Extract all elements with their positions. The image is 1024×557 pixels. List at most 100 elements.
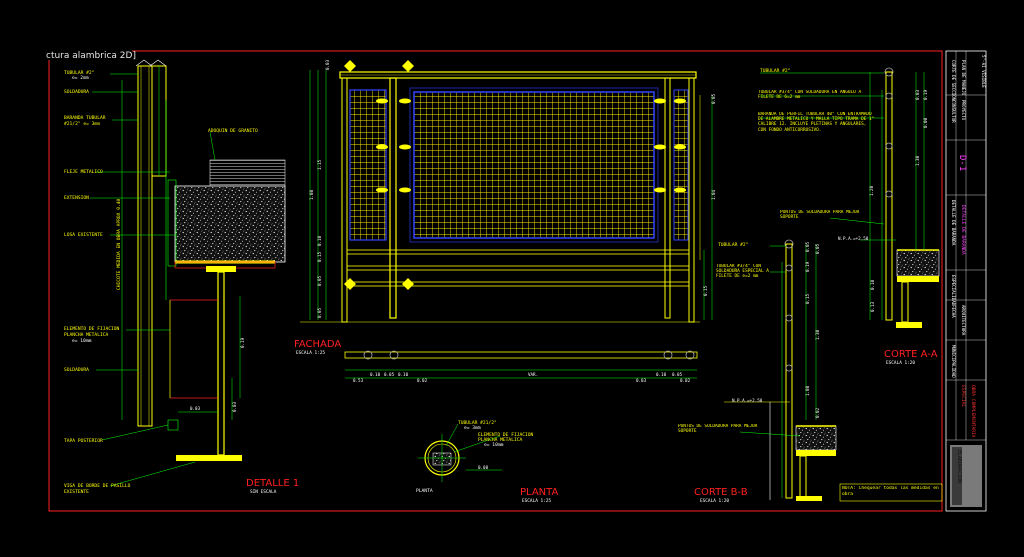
caa-tubular: TUBULAR #2": [760, 68, 790, 74]
planta-tubular-e: e= 3mm: [464, 425, 481, 431]
fachada-dim-bottom-2: 0.10: [370, 372, 381, 377]
d1-elemento: ELEMENTO DE FIJACION: [64, 326, 120, 332]
caa-npa: N.P.A.=+2.50: [838, 236, 869, 241]
drawing-frame: [48, 50, 943, 512]
title-block: 5"-A1 VISIBLE CORTE DE SECCION PLAN DE M…: [945, 50, 987, 512]
tb-row-10: MUNICIPALIDAD: [951, 345, 956, 378]
tb-code: D-1: [957, 155, 967, 171]
planta-dim: 0.08: [478, 465, 489, 470]
d1-tapa: TAPA POSTERIOR: [64, 438, 103, 444]
corte-a-a-scale: ESCALA 1:20: [886, 360, 915, 366]
caa-dim-4: 0.00: [923, 117, 928, 128]
cbb-npa: N.P.A.=+2.50: [732, 398, 763, 403]
fachada-dim-bottom-4: 0.10: [398, 372, 409, 377]
fachada-dim-bottom-1: 0.53: [353, 378, 364, 383]
d1-soldadura: SOLDADURA: [64, 89, 89, 95]
fachada-dim-left-2: 1.15: [317, 159, 322, 170]
fachada-dim-left-3: 0.10: [317, 235, 322, 246]
cbb-puntos: PUNTOS DE SOLDADURA PARA MEJOR SOPORTE: [678, 424, 758, 435]
d1-viga: VIGA DE BORDE DE PASILLO: [64, 483, 131, 489]
fachada-dim-left-7: 0.05: [317, 307, 322, 318]
d1-dim-2: 0.03: [190, 406, 201, 411]
fachada-dim-left-1: 0.03: [325, 59, 330, 70]
fachada-dim-bottom-7: 0.03: [636, 378, 647, 383]
planta-name: PLANTA: [416, 488, 433, 494]
tb-row-2: PLAN DE MANEJO: [961, 60, 966, 96]
cbb-dim-1: 0.05: [805, 241, 810, 252]
d1-soldadura2: SOLDADURA: [64, 367, 89, 373]
corte-a-a-title: CORTE A-A: [884, 349, 938, 360]
detalle-1-title: DETALLE 1: [246, 478, 299, 489]
fachada-dim-bottom-9: 0.05: [672, 372, 683, 377]
layout-tab-label[interactable]: ctura alambrica 2D]: [46, 51, 136, 61]
tb-row-7: ESPECIALIDAD: [951, 275, 956, 306]
d1-tubular: TUBULAR #2": [64, 70, 94, 76]
d1-fleje: FLEJE METALICO: [64, 169, 103, 175]
caa-tubular2: TUBULAR #3/4" CON SOLDADURA EN ANGULO A …: [758, 90, 862, 101]
d1-vertical-note: CHICOTE MEDIDA EN OBRA APROX 0.40: [116, 198, 122, 290]
tb-row-4: PROYECTO: [961, 100, 966, 121]
tb-magenta: DETALLE DE BARANDA: [960, 205, 966, 255]
cbb-dim-2: 0.19: [805, 261, 810, 272]
caa-baranda: BARANDA DE PERFIL TUBULAR 40" CON ENTRAM…: [758, 112, 875, 133]
planta-scale: ESCALA 1:25: [522, 498, 551, 504]
fachada-dim-bottom-8: 0.10: [656, 372, 667, 377]
tb-row-8: FECHA: [951, 305, 956, 318]
tb-red-2: OBRA COMPLEMENTARIA: [970, 385, 976, 438]
tb-top: 5"-A1 VISIBLE: [981, 55, 986, 88]
detalle-1: TUBULAR #2" e= 2mm SOLDADURA BARANDA TUB…: [64, 59, 299, 495]
d1-losa: LOSA EXISTENTE: [64, 232, 103, 238]
planta-title: PLANTA: [520, 487, 558, 498]
cbb-dim-3: 1.30: [815, 329, 820, 340]
d1-platina: PLANCHA METALICA: [64, 332, 108, 338]
d1-dim-1: 0.19: [240, 337, 245, 348]
planta-tubular: TUBULAR #21/2": [458, 420, 497, 426]
cbb-dim-4: 0.15: [805, 293, 810, 304]
d1-adoquin: ADOQUIN DE GRANITO: [208, 128, 258, 134]
fachada-dim-bottom-3: 0.05: [384, 372, 395, 377]
tb-bottom: ELABORACION: [956, 450, 962, 483]
corte-b-b: TUBULAR #2" TUBULAR #3/4" CON SOLDADURA …: [678, 239, 837, 504]
cbb-tubular: TUBULAR #2": [718, 242, 748, 248]
caa-puntos: PUNTOS DE SOLDADURA PARA MEJOR SOPORTE: [780, 210, 860, 221]
fachada-title: FACHADA: [294, 339, 341, 350]
fachada-dim-right-3: 0.15: [703, 285, 708, 296]
d1-baranda2: #21/2" e= 3mm: [64, 121, 100, 127]
fachada-elevation: 0.03 1.15 0.10 0.15 0.05 1.08 0.05 0.53 …: [294, 59, 716, 383]
cbb-dim-6: 0.05: [815, 243, 820, 254]
corte-b-b-title: CORTE B-B: [694, 487, 748, 498]
fachada-dim-left-6: 1.08: [309, 189, 314, 200]
d1-baranda: BARANDA TUBULAR: [64, 115, 106, 121]
caa-dim-5: 0.03: [915, 89, 920, 100]
fachada-dim-left-5: 0.05: [317, 275, 322, 286]
detalle-1-scale: SIN ESCALA: [250, 489, 277, 495]
fachada-dim-bottom-6: VAR.: [528, 372, 538, 377]
corte-a-a: TUBULAR #2" TUBULAR #3/4" CON SOLDADURA …: [758, 67, 940, 366]
d1-dim-3: 0.03: [232, 401, 237, 412]
tb-row-3: CONSULTOR: [951, 100, 956, 123]
fachada-dim-left-4: 0.15: [317, 251, 322, 262]
cbb-dim-5: 1.08: [805, 385, 810, 396]
corte-b-b-scale: ESCALA 1:20: [700, 498, 729, 504]
d1-extension: EXTENSION: [64, 195, 89, 201]
tb-row-9: ARQUITECTURA: [961, 305, 966, 336]
fachada-dim-bottom-5: 0.02: [417, 378, 428, 383]
planta-elemento: ELEMENTO DE FIJACION: [478, 432, 534, 438]
caa-dim-6: 0.10: [870, 279, 875, 290]
fachada-scale: ESCALA 1:25: [296, 350, 325, 356]
planta-platina: PLANCHA METALICA: [478, 437, 522, 443]
caa-dim-2: 1.30: [915, 155, 920, 166]
nota-box: [839, 483, 943, 502]
d1-platina-e: e= 10mm: [72, 338, 92, 344]
cbb-dim-7: 0.02: [815, 407, 820, 418]
caa-dim-3: 0.19: [923, 89, 928, 100]
d1-viga2: EXISTENTE: [64, 489, 89, 495]
planta-detail: TUBULAR #21/2" e= 3mm ELEMENTO DE FIJACI…: [416, 420, 558, 504]
fachada-dim-right-1: 0.05: [711, 93, 716, 104]
cbb-tubular2: TUBULAR #3/4" CON SOLDADURA ESPECIAL A F…: [716, 264, 769, 280]
tb-row-1: CORTE DE SECCION: [951, 60, 956, 101]
caa-dim-1: 1.20: [869, 185, 874, 196]
caa-dim-7: 0.13: [870, 301, 875, 312]
